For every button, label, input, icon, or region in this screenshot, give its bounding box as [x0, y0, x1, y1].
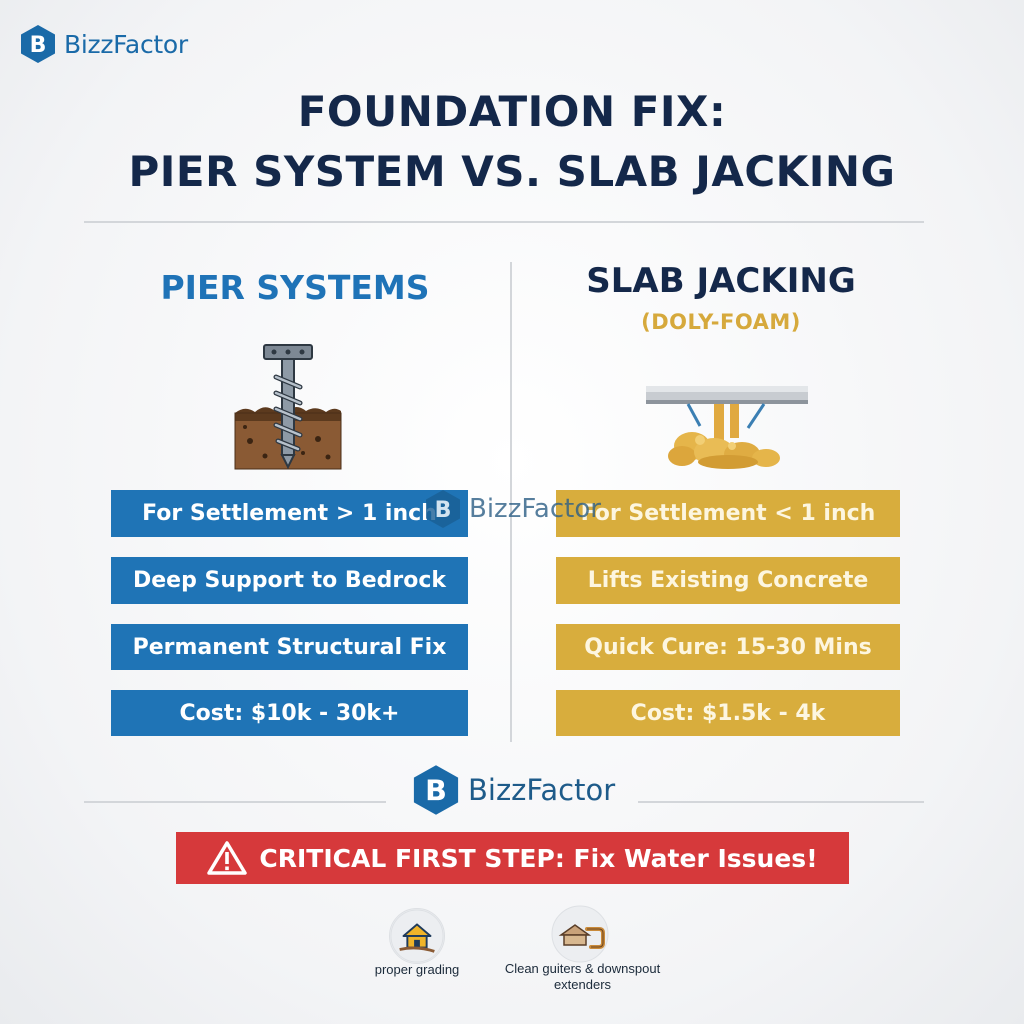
tip-grading-label: proper grading: [374, 962, 460, 977]
tip-gutters-label: Clean guiters & downspout extenders: [504, 961, 661, 992]
slab-point-lift: Lifts Existing Concrete: [556, 557, 900, 604]
warning-banner: CRITICAL FIRST STEP: Fix Water Issues!: [176, 832, 849, 884]
brand-name: BizzFactor: [64, 29, 188, 59]
warning-triangle-icon: [207, 841, 248, 875]
brand-logo-top: B BizzFactor: [18, 24, 188, 64]
screw-pier-in-soil-icon: [234, 344, 342, 470]
brand-name: BizzFactor: [469, 494, 601, 524]
bottom-divider-left: [84, 801, 386, 803]
brand-monogram: B: [30, 33, 47, 58]
brand-hexagon-icon: B: [21, 25, 55, 63]
pier-point-permanence: Permanent Structural Fix: [111, 624, 468, 670]
slab-point-cost: Cost: $1.5k - 4k: [556, 690, 900, 736]
page-title-line-1: FOUNDATION FIX:: [297, 87, 727, 136]
warning-text: CRITICAL FIRST STEP: Fix Water Issues!: [259, 843, 818, 873]
brand-hexagon-icon: B: [426, 490, 460, 528]
top-divider: [84, 221, 924, 223]
page-title-line-2: PIER SYSTEM VS. SLAB JACKING: [128, 147, 896, 196]
page-title: FOUNDATION FIX: PIER SYSTEM VS. SLAB JAC…: [0, 82, 1024, 202]
column-divider: [510, 262, 512, 742]
slab-subheading: (DOLY-FOAM): [641, 310, 801, 334]
brand-monogram: B: [425, 773, 447, 807]
pier-point-settlement: For Settlement > 1 inch: [111, 490, 468, 537]
brand-monogram: B: [435, 498, 452, 523]
house-grading-icon: [389, 908, 445, 964]
brand-logo-bottom: B BizzFactor: [410, 764, 615, 816]
pier-point-support: Deep Support to Bedrock: [111, 557, 468, 604]
pier-heading: PIER SYSTEMS: [160, 268, 430, 307]
brand-name: BizzFactor: [468, 773, 616, 807]
gutter-downspout-icon: [551, 905, 609, 963]
brand-watermark-middle: B BizzFactor: [423, 489, 601, 529]
brand-hexagon-icon: B: [413, 765, 459, 815]
slab-point-settlement: For Settlement < 1 inch: [556, 490, 900, 537]
pier-point-cost: Cost: $10k - 30k+: [111, 690, 468, 736]
bottom-divider-right: [638, 801, 924, 803]
slab-point-cure: Quick Cure: 15-30 Mins: [556, 624, 900, 670]
slab-heading: SLAB JACKING: [586, 261, 856, 301]
slab-foam-injection-icon: [646, 386, 808, 469]
